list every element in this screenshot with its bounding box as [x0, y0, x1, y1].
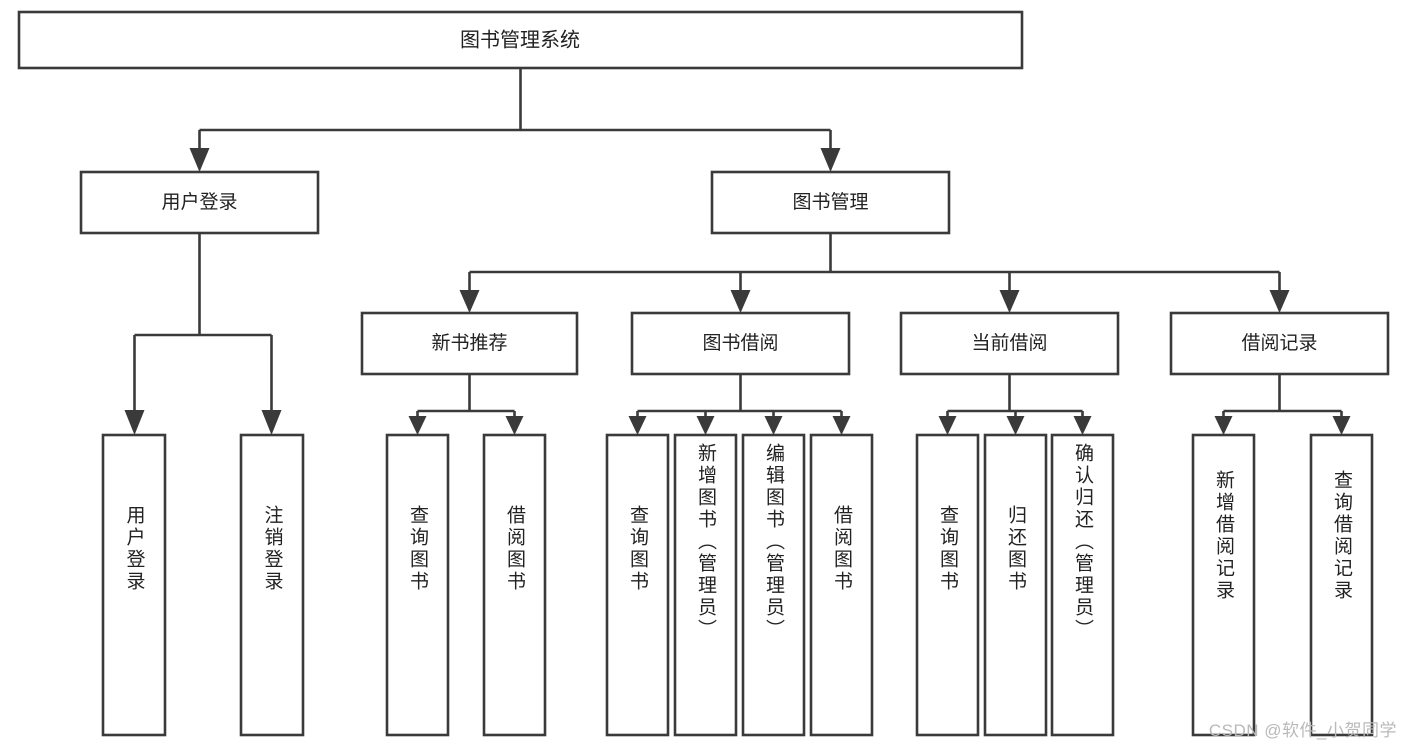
arrow-head-leaf-add-record: [1214, 416, 1233, 435]
leaf-box-edit-book[interactable]: [741, 433, 806, 737]
leaf-box-query-book-1[interactable]: [385, 433, 450, 737]
leaf-boxes-group: [101, 433, 1374, 737]
new-book-recommend-box: [360, 311, 579, 376]
connector-current-borrow-to-leaves: [938, 374, 1092, 435]
csdn-watermark: CSDN @软件_小贺同学: [1208, 721, 1397, 740]
arrow-head-borrow-record: [1269, 290, 1290, 313]
arrow-head-leaf-confirm-return: [1073, 416, 1092, 435]
borrow-record-label: 借阅记录: [1241, 332, 1317, 354]
arrow-head-user-login: [189, 148, 210, 172]
arrow-head-leaf-borrow-book-2: [832, 416, 851, 435]
arrow-head-leaf-edit-book: [764, 416, 783, 435]
book-manage-label: 图书管理: [792, 191, 868, 213]
arrow-head-leaf-user-login: [124, 410, 145, 435]
connector-user-login-to-leaves: [124, 233, 282, 435]
leaf-box-borrow-book-1[interactable]: [482, 433, 547, 737]
arrow-head-leaf-borrow-book-1: [505, 416, 524, 435]
connector-book-manage-to-level2: [459, 233, 1290, 313]
current-borrow-box: [899, 311, 1120, 376]
node-user-login[interactable]: 用户登录: [79, 170, 320, 235]
current-borrow-label: 当前借阅: [971, 332, 1047, 354]
arrow-head-new-book-recommend: [459, 290, 480, 313]
arrow-head-leaf-query-book-3: [938, 416, 957, 435]
arrow-head-leaf-query-book-2: [628, 416, 647, 435]
arrow-head-leaf-query-book-1: [408, 416, 427, 435]
leaf-box-borrow-book-2[interactable]: [809, 433, 874, 737]
connector-borrow-record-to-leaves: [1214, 374, 1351, 435]
node-current-borrow[interactable]: 当前借阅: [899, 311, 1120, 376]
arrow-head-leaf-user-logout: [261, 410, 282, 435]
node-book-manage[interactable]: 图书管理: [710, 170, 951, 235]
leaf-box-user-logout[interactable]: [239, 433, 305, 737]
book-borrow-label: 图书借阅: [702, 332, 778, 354]
leaf-box-query-book-2[interactable]: [605, 433, 670, 737]
user-login-box: [79, 170, 320, 235]
arrow-head-leaf-query-record: [1332, 416, 1351, 435]
leaf-box-query-record[interactable]: [1309, 433, 1374, 737]
node-borrow-record[interactable]: 借阅记录: [1169, 311, 1390, 376]
arrow-head-book-borrow: [730, 290, 751, 313]
leaf-box-user-login[interactable]: [101, 433, 167, 737]
arrow-head-book-manage: [820, 148, 841, 172]
arrow-head-leaf-return-book: [1006, 416, 1025, 435]
connector-new-book-recommend-to-leaves: [408, 374, 524, 435]
leaf-box-add-book[interactable]: [673, 433, 738, 737]
user-login-label: 用户登录: [161, 191, 237, 213]
node-book-borrow[interactable]: 图书借阅: [630, 311, 851, 376]
connector-book-borrow-to-leaves: [628, 374, 851, 435]
new-book-recommend-label: 新书推荐: [431, 332, 507, 354]
arrow-head-leaf-add-book: [696, 416, 715, 435]
root-box: [17, 10, 1024, 70]
arrow-head-current-borrow: [999, 290, 1020, 313]
leaf-box-add-record[interactable]: [1191, 433, 1256, 737]
leaf-box-query-book-3[interactable]: [915, 433, 980, 737]
node-root[interactable]: 图书管理系统: [17, 10, 1024, 70]
root-label: 图书管理系统: [460, 28, 580, 51]
connector-root-to-level1: [189, 68, 841, 172]
leaf-box-confirm-return[interactable]: [1050, 433, 1115, 737]
node-new-book-recommend[interactable]: 新书推荐: [360, 311, 579, 376]
leaf-box-return-book[interactable]: [983, 433, 1048, 737]
